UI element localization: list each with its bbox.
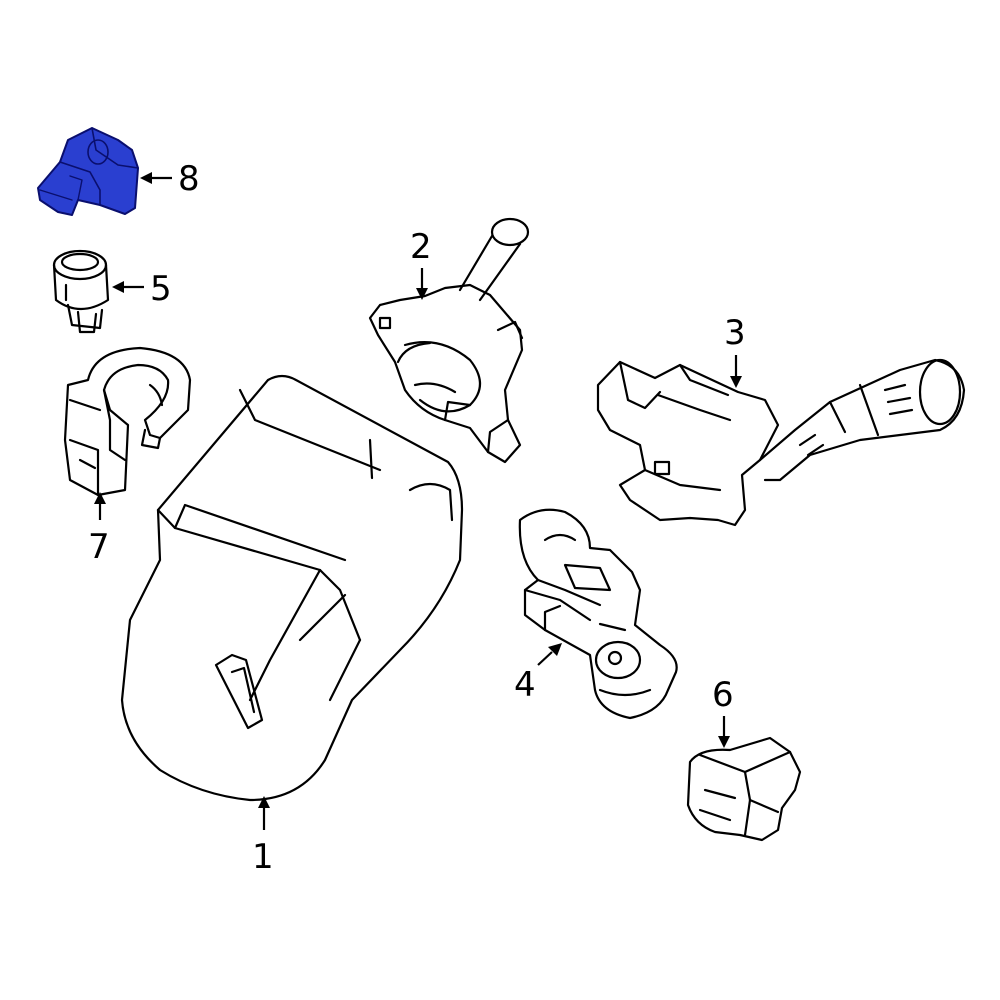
callout-6: 6 — [712, 675, 734, 715]
callout-1: 1 — [252, 837, 274, 877]
callout-2: 2 — [410, 227, 432, 267]
arrow-1 — [258, 796, 270, 830]
callout-5: 5 — [150, 269, 172, 309]
part-5-socket[interactable] — [52, 249, 110, 334]
part-2-clock-spring[interactable] — [368, 217, 530, 464]
arrow-3 — [730, 355, 742, 388]
callout-7: 7 — [88, 527, 110, 567]
arrow-6 — [718, 716, 730, 748]
part-3-multifunction-switch[interactable] — [596, 358, 966, 527]
part-4-ignition-housing[interactable] — [518, 508, 678, 720]
part-7-bracket[interactable] — [63, 346, 192, 497]
arrow-7 — [94, 492, 106, 520]
arrow-2 — [416, 268, 428, 300]
part-1-column-shroud[interactable] — [120, 374, 464, 802]
part-8-sensor[interactable] — [37, 127, 139, 216]
part-6-switch[interactable] — [686, 736, 802, 842]
arrow-8 — [140, 172, 172, 184]
callout-4: 4 — [514, 665, 536, 705]
arrow-4 — [537, 643, 562, 666]
callout-3: 3 — [724, 313, 746, 353]
arrow-5 — [112, 281, 144, 293]
callout-8: 8 — [178, 159, 200, 199]
